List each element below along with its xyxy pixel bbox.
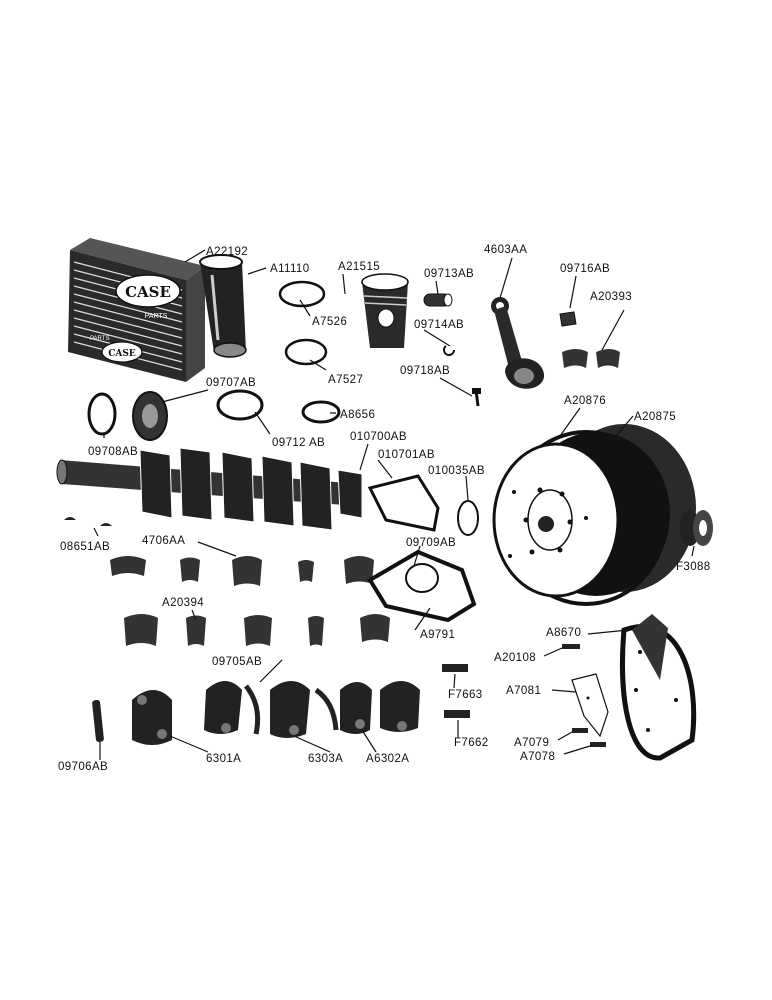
- piston-ring-09712ab: [216, 389, 264, 421]
- label-09707ab: 09707AB: [206, 377, 256, 389]
- rear-seal-plate: [367, 474, 440, 532]
- label-09706ab: 09706AB: [58, 761, 108, 773]
- o-ring: [457, 500, 479, 536]
- flywheel-housing: [620, 614, 697, 761]
- pilot-bearing: [680, 510, 713, 546]
- label-09713ab: 09713AB: [424, 268, 474, 280]
- piston-ring-a8656: [301, 400, 341, 424]
- label-a20108: A20108: [494, 652, 536, 664]
- label-a11110: A11110: [270, 263, 310, 275]
- label-6303a: 6303A: [308, 753, 343, 765]
- bearing-caps: [132, 681, 420, 745]
- seal-retainer: [367, 549, 477, 623]
- cylinder-sleeve: [199, 254, 247, 358]
- label-a8656: A8656: [340, 409, 375, 421]
- timing-gear: [87, 391, 168, 441]
- label-a21515: A21515: [338, 261, 380, 273]
- parts-box: CASE PARTS CASE PARTS: [68, 238, 205, 382]
- dowel-pin: [92, 699, 104, 743]
- woodruff-keys: [64, 517, 112, 526]
- part-labels: A22192 A11110 A21515 09713AB 4603AA 0971…: [58, 244, 711, 773]
- label-09708ab: 09708AB: [88, 446, 138, 458]
- rod-bearing-09716ab: [559, 311, 577, 327]
- label-a20393: A20393: [590, 291, 632, 303]
- label-09714ab: 09714AB: [414, 319, 464, 331]
- label-a20876: A20876: [564, 395, 606, 407]
- label-a7526: A7526: [312, 316, 347, 328]
- label-a20394: A20394: [162, 597, 204, 609]
- label-6301a: 6301A: [206, 753, 241, 765]
- label-f7662: F7662: [454, 737, 489, 749]
- piston-ring-a7527: [284, 338, 328, 366]
- label-f7663: F7663: [448, 689, 483, 701]
- piston-ring-a7526: [278, 280, 326, 308]
- label-a8670: A8670: [546, 627, 581, 639]
- leader-lines: [93, 249, 695, 760]
- label-09705ab: 09705AB: [212, 656, 262, 668]
- box-logo-small: CASE: [108, 349, 136, 359]
- crankshaft: [56, 447, 363, 531]
- cap-screws: [442, 644, 606, 747]
- main-bearings-upper: [110, 556, 374, 586]
- label-010701ab: 010701AB: [378, 449, 435, 461]
- box-logo: CASE: [125, 283, 171, 301]
- box-text-small: PARTS: [90, 336, 109, 342]
- label-09716ab: 09716AB: [560, 263, 610, 275]
- label-a7078: A7078: [520, 751, 555, 763]
- label-a6302a: A6302A: [366, 753, 409, 765]
- main-bearings-lower: [124, 614, 390, 646]
- rod-bolt: [472, 388, 481, 407]
- label-f3088: F3088: [676, 561, 711, 573]
- label-a22192: A22192: [206, 246, 248, 258]
- label-08651ab: 08651AB: [60, 541, 110, 553]
- label-010700ab: 010700AB: [350, 431, 407, 443]
- cover-plate: [571, 673, 609, 738]
- rod-bearing-a20393: [562, 349, 620, 368]
- box-text: PARTS: [145, 313, 168, 320]
- flywheel: [492, 424, 696, 606]
- label-a9791: A9791: [420, 629, 455, 641]
- label-a7081: A7081: [506, 685, 541, 697]
- connecting-rod: [491, 297, 545, 389]
- label-a7079: A7079: [514, 737, 549, 749]
- pin-retainer: [443, 345, 455, 356]
- piston-pin: [423, 293, 453, 307]
- label-09709ab: 09709AB: [406, 537, 456, 549]
- label-09712ab: 09712 AB: [272, 437, 325, 449]
- label-09718ab: 09718AB: [400, 365, 450, 377]
- label-4706aa: 4706AA: [142, 535, 185, 547]
- label-a7527: A7527: [328, 374, 363, 386]
- label-010035ab: 010035AB: [428, 465, 485, 477]
- piston: [361, 273, 409, 348]
- label-4603aa: 4603AA: [484, 244, 527, 256]
- label-a20875: A20875: [634, 411, 676, 423]
